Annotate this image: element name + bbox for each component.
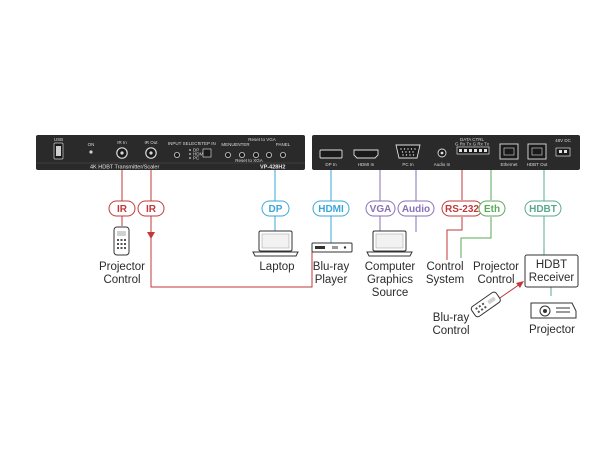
panel-lock-button[interactable] xyxy=(279,151,286,158)
model-label: VP-428H2 xyxy=(260,165,285,171)
rs232-cable-lower xyxy=(446,217,463,260)
projector-label: Projector xyxy=(529,324,575,336)
remote-control-icon xyxy=(113,226,130,256)
hdbt-out-label: HDBT Out xyxy=(527,162,548,167)
rs232-terminal[interactable] xyxy=(456,146,490,155)
input-select-label: INPUT SELECT xyxy=(168,141,200,146)
enter-button[interactable] xyxy=(238,151,245,158)
remote-ir-arrow xyxy=(516,281,524,288)
pc-in-label: PC In xyxy=(402,162,414,167)
ir-right-pill-label: IR xyxy=(146,204,157,215)
connector-eth: Eth xyxy=(478,200,506,217)
connector-vga: VGA xyxy=(365,200,396,217)
laptop-icon xyxy=(252,230,299,257)
front-panel: USB ON IR In IR Out INPUT SELECT DP HDMI… xyxy=(36,135,305,171)
projector-control-left-label-2: Control xyxy=(103,274,140,286)
connector-hdmi: HDMI xyxy=(312,200,350,217)
input-hdmi-label: HDMI xyxy=(193,152,205,157)
on-label: ON xyxy=(88,142,95,147)
ir-right-cable xyxy=(150,160,313,288)
connector-ir-right: IR xyxy=(137,200,165,217)
input-dp-label: DP xyxy=(193,148,199,153)
ir-out-label: IR Out xyxy=(144,140,158,145)
computer-graphics-source-label-1: Computer xyxy=(365,261,416,273)
step-in-label: STEP IN xyxy=(198,141,215,146)
projector-control-right-label-1: Projector xyxy=(473,261,519,273)
projector-control-left-label-1: Projector xyxy=(99,261,145,273)
connector-hdbt: HDBT xyxy=(524,200,562,217)
dp-in-label: DP In xyxy=(325,162,337,167)
laptop-label: Laptop xyxy=(259,261,294,273)
vga-pill-label: VGA xyxy=(370,204,392,215)
on-led xyxy=(89,150,93,154)
audio-in-label: Audio In xyxy=(434,162,451,167)
bluray-player-label-1: Blu-ray xyxy=(313,261,350,273)
bluray-player-label-2: Player xyxy=(315,274,348,286)
audio-pill-label: Audio xyxy=(402,204,430,215)
hdmi-in-port[interactable] xyxy=(353,149,379,159)
down-button[interactable] xyxy=(265,151,272,158)
control-system-label-1: Control xyxy=(426,261,463,273)
bluray-control-label-2: Control xyxy=(432,325,469,337)
ir-left-pill-label: IR xyxy=(117,204,128,215)
projector-control-right-label-2: Control xyxy=(477,274,514,286)
connector-dp: DP xyxy=(261,200,290,217)
control-system-label-2: System xyxy=(426,274,464,286)
rs232-pill-label: RS-232 xyxy=(445,204,479,215)
hdbt-receiver-label-1: HDBT xyxy=(536,259,567,271)
rear-panel: DP In HDMI In PC In Audio In DATA CTRL G… xyxy=(312,135,580,170)
step-in-port[interactable] xyxy=(202,148,212,158)
dp-in-port[interactable] xyxy=(319,149,343,159)
device-subtitle: 4K HDBT Transmitter/Scaler xyxy=(90,165,159,171)
bluray-control-label-1: Blu-ray xyxy=(433,312,470,324)
pc-in-port[interactable] xyxy=(395,144,421,159)
dp-pill-label: DP xyxy=(269,204,283,215)
usb-label: USB xyxy=(54,137,63,142)
connector-ir-left: IR xyxy=(108,200,136,217)
connector-audio: Audio xyxy=(397,200,435,217)
remote-ir-line xyxy=(496,283,521,301)
ethernet-label: Ethernet xyxy=(500,162,518,167)
hdbt-receiver-label-2: Receiver xyxy=(529,272,575,284)
computer-graphics-source-label-3: Source xyxy=(372,287,408,299)
eth-cable-lower xyxy=(460,217,492,258)
enter-label: ENTER xyxy=(234,142,250,147)
panel-lock-label: PANEL xyxy=(276,142,291,147)
reset-xga-label: Reset to XGA xyxy=(235,158,263,163)
eth-pill-label: Eth xyxy=(484,204,500,215)
computer-graphics-source-icon xyxy=(366,230,413,257)
computer-graphics-source-label-2: Graphics xyxy=(367,274,413,286)
power-port[interactable] xyxy=(555,147,571,157)
connector-rs232: RS-232 xyxy=(441,200,483,217)
up-button[interactable] xyxy=(252,151,259,158)
ir-right-arrow xyxy=(147,232,155,239)
ethernet-port[interactable] xyxy=(499,143,519,160)
hdbt-receiver-box xyxy=(524,254,579,288)
hdbt-pill-label: HDBT xyxy=(529,204,557,215)
input-pc-label: PC xyxy=(193,156,200,161)
menu-label: MENU xyxy=(221,142,234,147)
data-pins-label: G Rx Tx G Rx Tx xyxy=(455,142,490,147)
projector-icon xyxy=(530,302,577,319)
bluray-player-icon xyxy=(311,242,353,253)
hdbt-out-port[interactable] xyxy=(527,143,547,160)
hdmi-pill-label: HDMI xyxy=(318,204,344,215)
hdmi-in-label: HDMI In xyxy=(358,162,375,167)
power-label: 48V DC xyxy=(555,138,572,143)
bluray-remote-icon xyxy=(470,291,501,318)
ir-in-label: IR In xyxy=(117,140,127,145)
data-ctrl-label: DATA CTRL xyxy=(460,137,485,142)
menu-button[interactable] xyxy=(224,151,231,158)
input-select-button[interactable] xyxy=(173,151,180,158)
reset-vga-label: Reset to VGA xyxy=(248,137,276,142)
front-panel-body xyxy=(36,135,305,170)
